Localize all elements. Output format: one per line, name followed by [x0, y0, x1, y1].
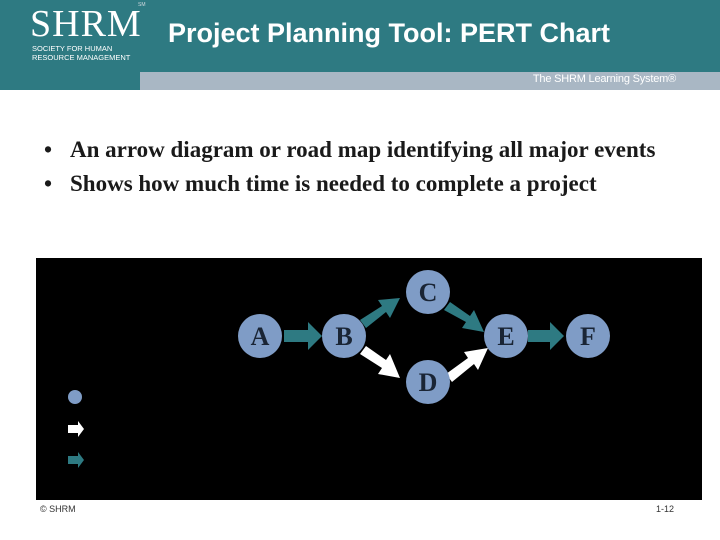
arrow-a-b — [284, 322, 322, 350]
arrow-b-c — [360, 298, 400, 328]
legend-node-symbol — [68, 390, 82, 404]
shrm-logo: SHRM SOCIETY FOR HUMAN RESOURCE MANAGEME… — [0, 0, 146, 90]
slide-subtitle: The SHRM Learning System® — [532, 73, 676, 85]
node-f: F — [566, 314, 610, 358]
footer-copyright: © SHRM — [40, 504, 76, 514]
bullet-text: Shows how much time is needed to complet… — [70, 171, 597, 196]
bullet-marker: • — [44, 137, 53, 162]
legend-white-arrow-symbol — [68, 421, 84, 437]
node-b-label: B — [335, 322, 352, 351]
node-d-label: D — [419, 368, 438, 397]
footer-page-number: 1-12 — [656, 504, 675, 514]
bullet-list: • An arrow diagram or road map identifyi… — [44, 133, 664, 201]
node-a: A — [238, 314, 282, 358]
title-bar — [140, 0, 720, 72]
node-d: D — [406, 360, 450, 404]
node-f-label: F — [580, 322, 596, 351]
bullet-text: An arrow diagram or road map identifying… — [70, 137, 656, 162]
arrow-b-d — [360, 346, 400, 378]
node-b: B — [322, 314, 366, 358]
node-e: E — [484, 314, 528, 358]
logo-tagline: SOCIETY FOR HUMAN RESOURCE MANAGEMENT — [32, 44, 131, 62]
subtitle-bar — [0, 72, 720, 90]
node-c-label: C — [419, 278, 438, 307]
node-c: C — [406, 270, 450, 314]
slide-title: Project Planning Tool: PERT Chart — [168, 18, 611, 48]
arrow-d-e — [446, 348, 488, 382]
pert-diagram: A B C D E F — [68, 270, 610, 468]
arrow-c-e — [444, 302, 484, 332]
arrow-e-f — [528, 322, 564, 350]
bullet-item: • Shows how much time is needed to compl… — [44, 167, 664, 201]
node-e-label: E — [497, 322, 514, 351]
node-a-label: A — [251, 322, 270, 351]
logo-wordmark: SHRM — [30, 3, 142, 45]
bullet-marker: • — [44, 171, 53, 196]
bullet-item: • An arrow diagram or road map identifyi… — [44, 133, 664, 167]
logo-trademark: SM — [138, 2, 146, 8]
pert-diagram-panel: A B C D E F — [36, 258, 702, 500]
legend-teal-arrow-symbol — [68, 452, 84, 468]
